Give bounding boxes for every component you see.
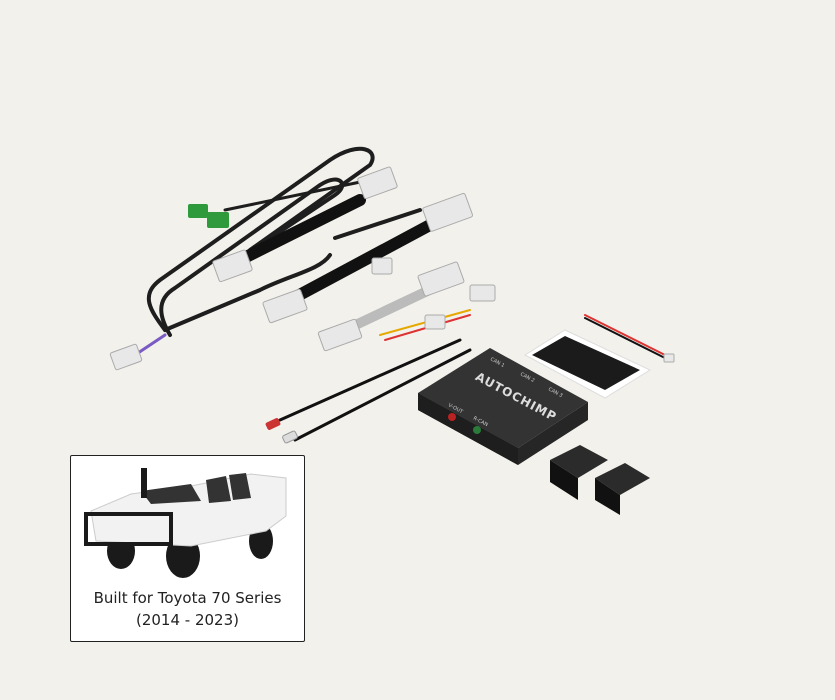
connectors — [109, 166, 675, 371]
vehicle-years-caption: (2014 - 2023) — [135, 611, 239, 629]
autochimp-module: AUTOCHIMP CAN 1 CAN 2 CAN 3 V-OUT R-CAN — [418, 348, 588, 465]
adhesive-pad — [524, 329, 652, 399]
r-can-port — [473, 426, 481, 434]
rca-plugs — [265, 418, 298, 444]
v-out-port — [448, 413, 456, 421]
switch-buttons — [550, 445, 650, 515]
main-wiring-harness — [133, 146, 666, 442]
vehicle-compatibility-card: Built for Toyota 70 Series (2014 - 2023) — [70, 455, 305, 642]
vehicle-model-caption: Built for Toyota 70 Series — [93, 589, 282, 607]
green-connectors — [188, 204, 229, 228]
toyota-70-series-image — [84, 468, 287, 578]
